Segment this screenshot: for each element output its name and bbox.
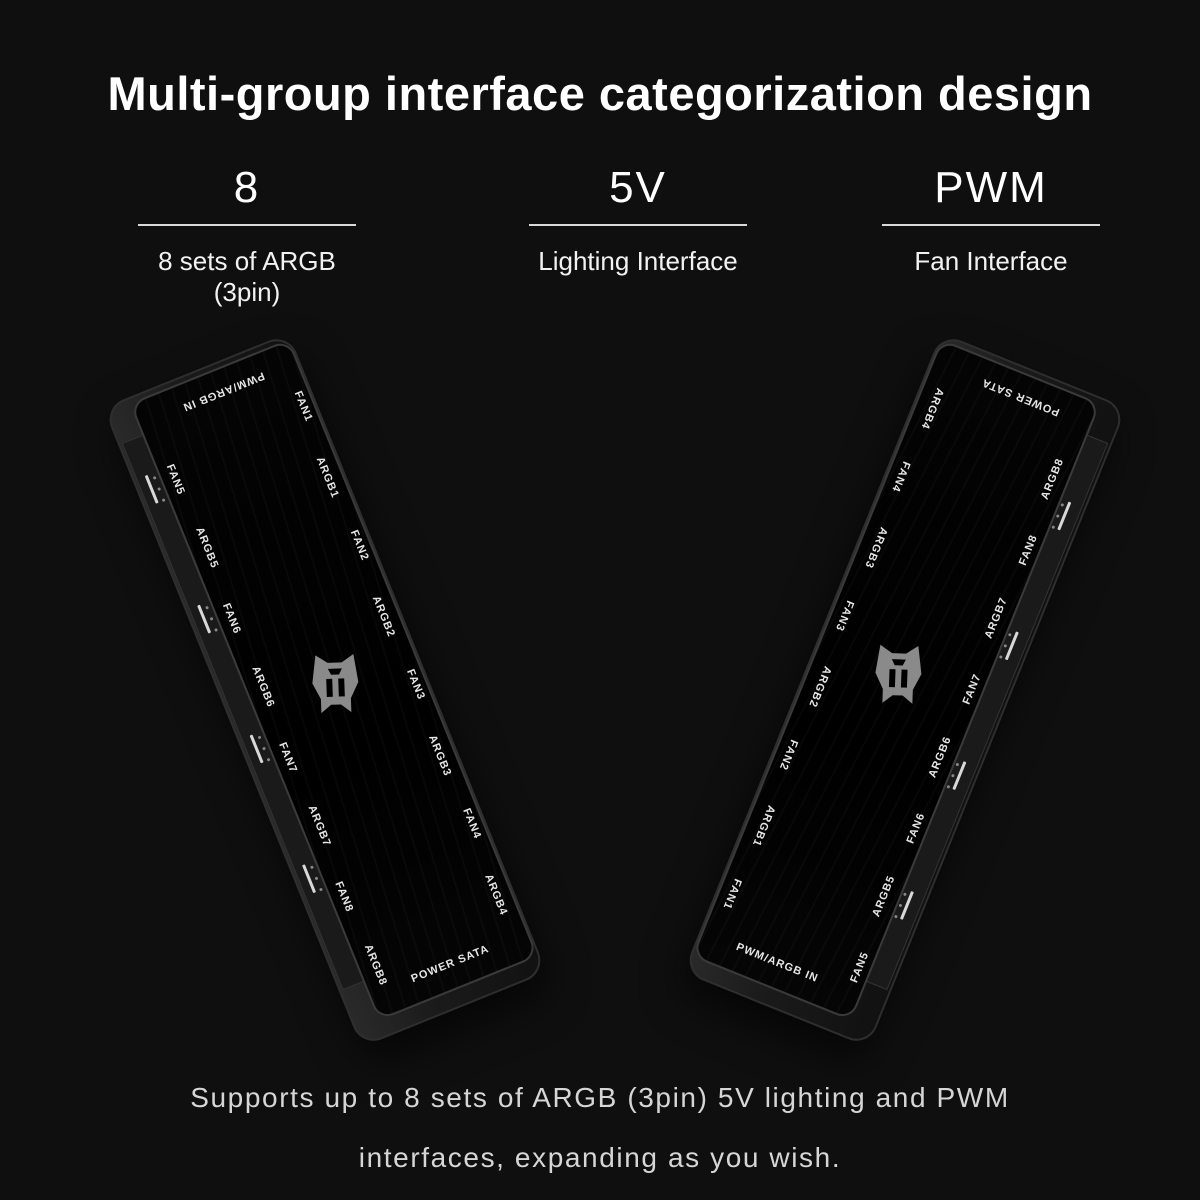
port-label: ARGB6 xyxy=(249,664,277,710)
spec-voltage: 5V Lighting Interface xyxy=(518,160,758,277)
hub-device-right: POWER SATA PWM/ARGB IN ARGB4 FAN4 ARGB3 … xyxy=(683,332,1127,1048)
port-label: ARGB7 xyxy=(305,803,334,849)
mecha-head-logo-icon xyxy=(312,654,359,714)
device-face: PWM/ARGB IN POWER SATA FAN1 ARGB1 FAN2 A… xyxy=(129,338,539,1021)
port-label: FAN3 xyxy=(403,667,428,702)
port-label: ARGB5 xyxy=(193,525,221,571)
footer-line-1: Supports up to 8 sets of ARGB (3pin) 5V … xyxy=(190,1082,1010,1113)
port-label: FAN3 xyxy=(832,598,856,634)
port-label: FAN5 xyxy=(163,462,187,497)
port-label: ARGB7 xyxy=(983,595,1011,641)
footer-description: Supports up to 8 sets of ARGB (3pin) 5V … xyxy=(0,1068,1200,1188)
port-label: ARGB1 xyxy=(749,803,778,849)
spec-argb-count: 8 8 sets of ARGB (3pin) xyxy=(127,160,367,308)
port-label: POWER SATA xyxy=(409,942,491,986)
footer-line-2: interfaces, expanding as you wish. xyxy=(358,1142,842,1173)
port-label: FAN2 xyxy=(776,737,800,773)
port-label: FAN6 xyxy=(220,601,244,636)
port-label: FAN2 xyxy=(347,528,371,563)
port-label: FAN5 xyxy=(848,950,872,985)
port-label: ARGB6 xyxy=(926,734,955,780)
mecha-head-logo-icon xyxy=(875,644,922,704)
spec-value: PWM xyxy=(934,163,1048,212)
hub-device-left: PWM/ARGB IN POWER SATA FAN1 ARGB1 FAN2 A… xyxy=(103,332,547,1048)
port-label: FAN8 xyxy=(1016,532,1040,568)
spec-divider xyxy=(529,224,747,226)
port-label: ARGB1 xyxy=(314,455,342,500)
port-label: ARGB4 xyxy=(482,872,511,918)
port-label: ARGB5 xyxy=(870,873,899,919)
spec-fan: PWM Fan Interface xyxy=(871,160,1111,277)
port-label: ARGB3 xyxy=(862,525,890,571)
port-label: FAN4 xyxy=(889,459,913,494)
port-label: FAN4 xyxy=(460,806,484,841)
headline: Multi-group interface categorization des… xyxy=(107,67,1093,120)
spec-label: Lighting Interface xyxy=(538,246,738,276)
port-label: ARGB2 xyxy=(370,594,398,639)
port-label: ARGB2 xyxy=(806,664,834,710)
port-label: FAN7 xyxy=(960,671,984,707)
port-label: ARGB8 xyxy=(361,942,390,988)
spec-divider xyxy=(138,224,356,226)
port-label: ARGB3 xyxy=(426,733,454,779)
spec-divider xyxy=(882,224,1100,226)
port-label: FAN7 xyxy=(276,740,300,776)
spec-label: Fan Interface xyxy=(914,246,1068,276)
spec-value: 5V xyxy=(609,163,667,212)
port-label: FAN8 xyxy=(332,879,356,915)
spec-value: 8 xyxy=(233,163,261,212)
device-face: POWER SATA PWM/ARGB IN ARGB4 FAN4 ARGB3 … xyxy=(691,338,1101,1021)
spec-label: 8 sets of ARGB (3pin) xyxy=(158,246,336,307)
port-label: ARGB4 xyxy=(918,386,946,432)
port-label: ARGB8 xyxy=(1039,456,1067,502)
port-label: PWM/ARGB IN xyxy=(734,941,820,985)
port-label: FAN1 xyxy=(291,389,315,424)
port-label: FAN6 xyxy=(904,811,928,846)
port-label: POWER SATA xyxy=(979,375,1062,419)
port-label: FAN1 xyxy=(720,876,744,912)
